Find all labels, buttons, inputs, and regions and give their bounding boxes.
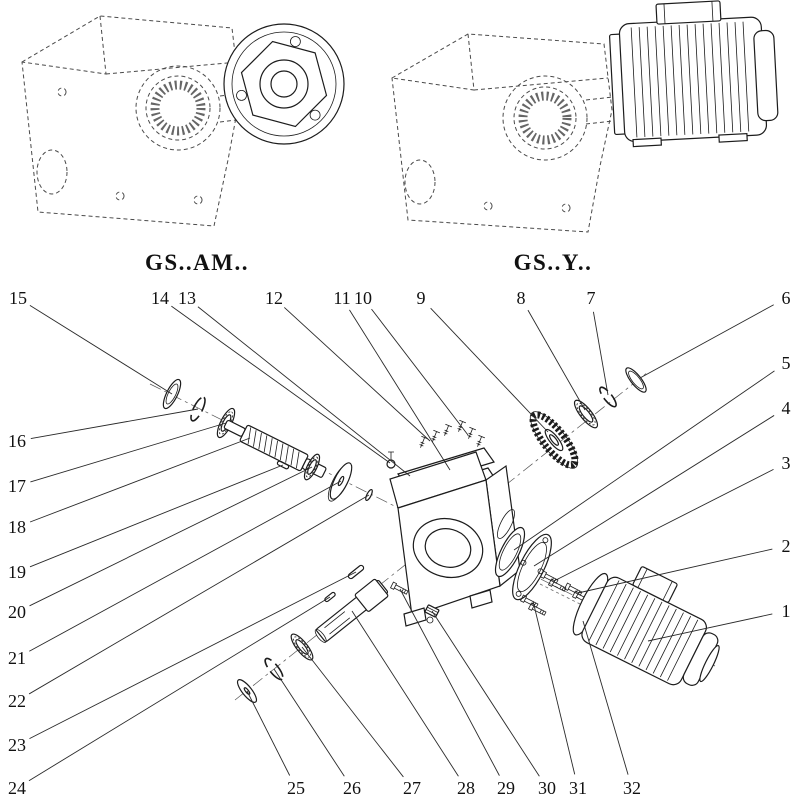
part-number-19: 19 (8, 562, 26, 582)
leader-line-32 (582, 620, 629, 775)
part-number-1: 1 (782, 601, 791, 621)
part-number-28: 28 (457, 778, 475, 798)
part-number-29: 29 (497, 778, 515, 798)
circlip-output-top (599, 386, 617, 408)
part-number-32: 32 (623, 778, 641, 798)
output-shaft (314, 578, 389, 643)
leader-line-18 (29, 437, 251, 523)
part-number-22: 22 (8, 691, 26, 711)
cover-screw-icon (440, 423, 453, 438)
part-number-30: 30 (538, 778, 556, 798)
leader-line-12 (284, 307, 431, 442)
leader-line-25 (246, 690, 291, 776)
leader-line-20 (29, 466, 313, 607)
part-number-4: 4 (782, 398, 791, 418)
cover-screw-icon (454, 419, 467, 434)
motor-front-view (609, 0, 779, 148)
exploded-view (149, 367, 720, 703)
part-number-15: 15 (9, 288, 27, 308)
seal-ring-output-top (625, 367, 647, 393)
part-number-8: 8 (517, 288, 526, 308)
leader-line-30 (431, 610, 540, 777)
leader-line-8 (527, 309, 586, 411)
leader-line-31 (532, 600, 576, 775)
part-number-2: 2 (782, 536, 791, 556)
part-number-16: 16 (8, 431, 26, 451)
part-number-10: 10 (354, 288, 372, 308)
leader-line-13 (197, 306, 411, 477)
part-number-26: 26 (343, 778, 361, 798)
leader-line-7 (592, 311, 609, 396)
leader-line-24 (28, 596, 331, 782)
part-number-7: 7 (587, 288, 596, 308)
leader-line-6 (639, 304, 774, 379)
cover-screw-icon (473, 434, 486, 449)
leader-line-10 (371, 308, 469, 436)
leader-line-2 (577, 548, 773, 594)
leader-line-26 (273, 668, 345, 777)
leader-line-27 (301, 646, 404, 778)
leader-line-1 (647, 613, 773, 642)
motor-exploded (572, 566, 720, 686)
bearing-output-top (573, 399, 599, 429)
leader-line-21 (29, 480, 342, 652)
leader-line-11 (349, 309, 451, 471)
unit-gs-y-drawing (391, 0, 779, 233)
leader-line-28 (351, 610, 459, 777)
leader-line-16 (30, 408, 199, 440)
part-number-31: 31 (569, 778, 587, 798)
unit-gs-am-drawing (21, 15, 345, 227)
leader-line-14 (171, 305, 391, 464)
part-number-25: 25 (287, 778, 305, 798)
flange-front-view (223, 23, 345, 145)
gear-housing (389, 451, 521, 627)
part-number-6: 6 (782, 288, 791, 308)
circlip-output-bottom (264, 657, 284, 681)
part-number-5: 5 (782, 353, 791, 373)
leader-line-4 (533, 415, 775, 567)
part-number-24: 24 (8, 778, 26, 798)
leader-line-9 (430, 307, 549, 433)
part-number-13: 13 (178, 288, 196, 308)
part-number-14: 14 (151, 288, 169, 308)
part-number-18: 18 (8, 517, 26, 537)
part-number-17: 17 (8, 476, 26, 496)
part-number-3: 3 (782, 453, 791, 473)
part-number-11: 11 (333, 288, 350, 308)
part-number-12: 12 (265, 288, 283, 308)
caption-gs-y: GS..Y.. (514, 250, 593, 275)
leader-line-5 (513, 370, 775, 551)
leader-line-23 (29, 571, 357, 740)
leader-line-29 (399, 588, 500, 776)
caption-gs-am: GS..AM.. (145, 250, 249, 275)
drain-screw-icon (390, 581, 409, 596)
flange-gasket (494, 526, 526, 578)
leader-line-3 (553, 468, 774, 582)
leader-line-17 (30, 422, 227, 483)
part-number-20: 20 (8, 602, 26, 622)
part-number-21: 21 (8, 648, 26, 668)
part-number-27: 27 (403, 778, 421, 798)
leader-line-15 (29, 305, 173, 395)
part-number-23: 23 (8, 735, 26, 755)
part-number-9: 9 (417, 288, 426, 308)
cover-screw-icon (428, 429, 441, 444)
circlip-input (190, 396, 206, 422)
vent-plug (386, 451, 396, 469)
leader-line-19 (29, 464, 284, 568)
leader-line-22 (28, 494, 370, 695)
